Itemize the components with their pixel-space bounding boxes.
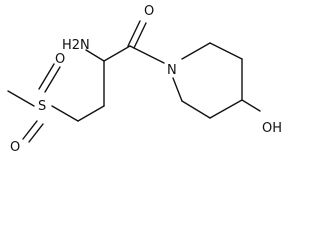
bond-methyl-sulfur [7, 90, 35, 107]
bond-sulfur-oxygen-top-1 [44, 66, 61, 93]
bond-carbonyl-double-1 [127, 20, 141, 47]
bond-sulfur-oxygen-top-2 [38, 63, 55, 90]
ring-nitrogen-label: N [167, 63, 177, 78]
bond-ring-c2-c3 [209, 42, 243, 60]
bond-carbonyl-double-2 [133, 22, 147, 49]
chemical-structure-canvas: H2N O N OH S O O [7, 4, 283, 151]
bond-sulfur-oxygen-bottom-1 [22, 120, 38, 140]
chemical-structure: H2N O N OH S O O [7, 4, 282, 151]
bond-ring-n-c2 [181, 42, 211, 60]
bond-alpha-carbon-amine [85, 49, 105, 62]
hydroxyl-label: OH [262, 121, 282, 136]
bond-ring-c4-c5 [209, 99, 243, 119]
bond-ring-c5-c6 [181, 100, 211, 119]
bond-ch2-ch2 [77, 105, 105, 122]
bond-c4-hydroxyl [241, 99, 261, 112]
bond-sulfur-oxygen-bottom-2 [28, 123, 44, 143]
sulfonyl-oxygen-top-label: O [55, 52, 65, 67]
amine-label: H2N [62, 38, 90, 53]
bond-sulfur-ch2 [51, 105, 79, 122]
bond-ring-c6-n [172, 77, 183, 102]
sulfonyl-oxygen-bottom-label: O [10, 140, 20, 151]
carbonyl-oxygen-label: O [144, 4, 154, 19]
bond-alpha-carbon-carbonyl [103, 45, 131, 62]
sulfur-label: S [38, 99, 46, 114]
bond-carbonyl-nitrogen [129, 45, 165, 64]
